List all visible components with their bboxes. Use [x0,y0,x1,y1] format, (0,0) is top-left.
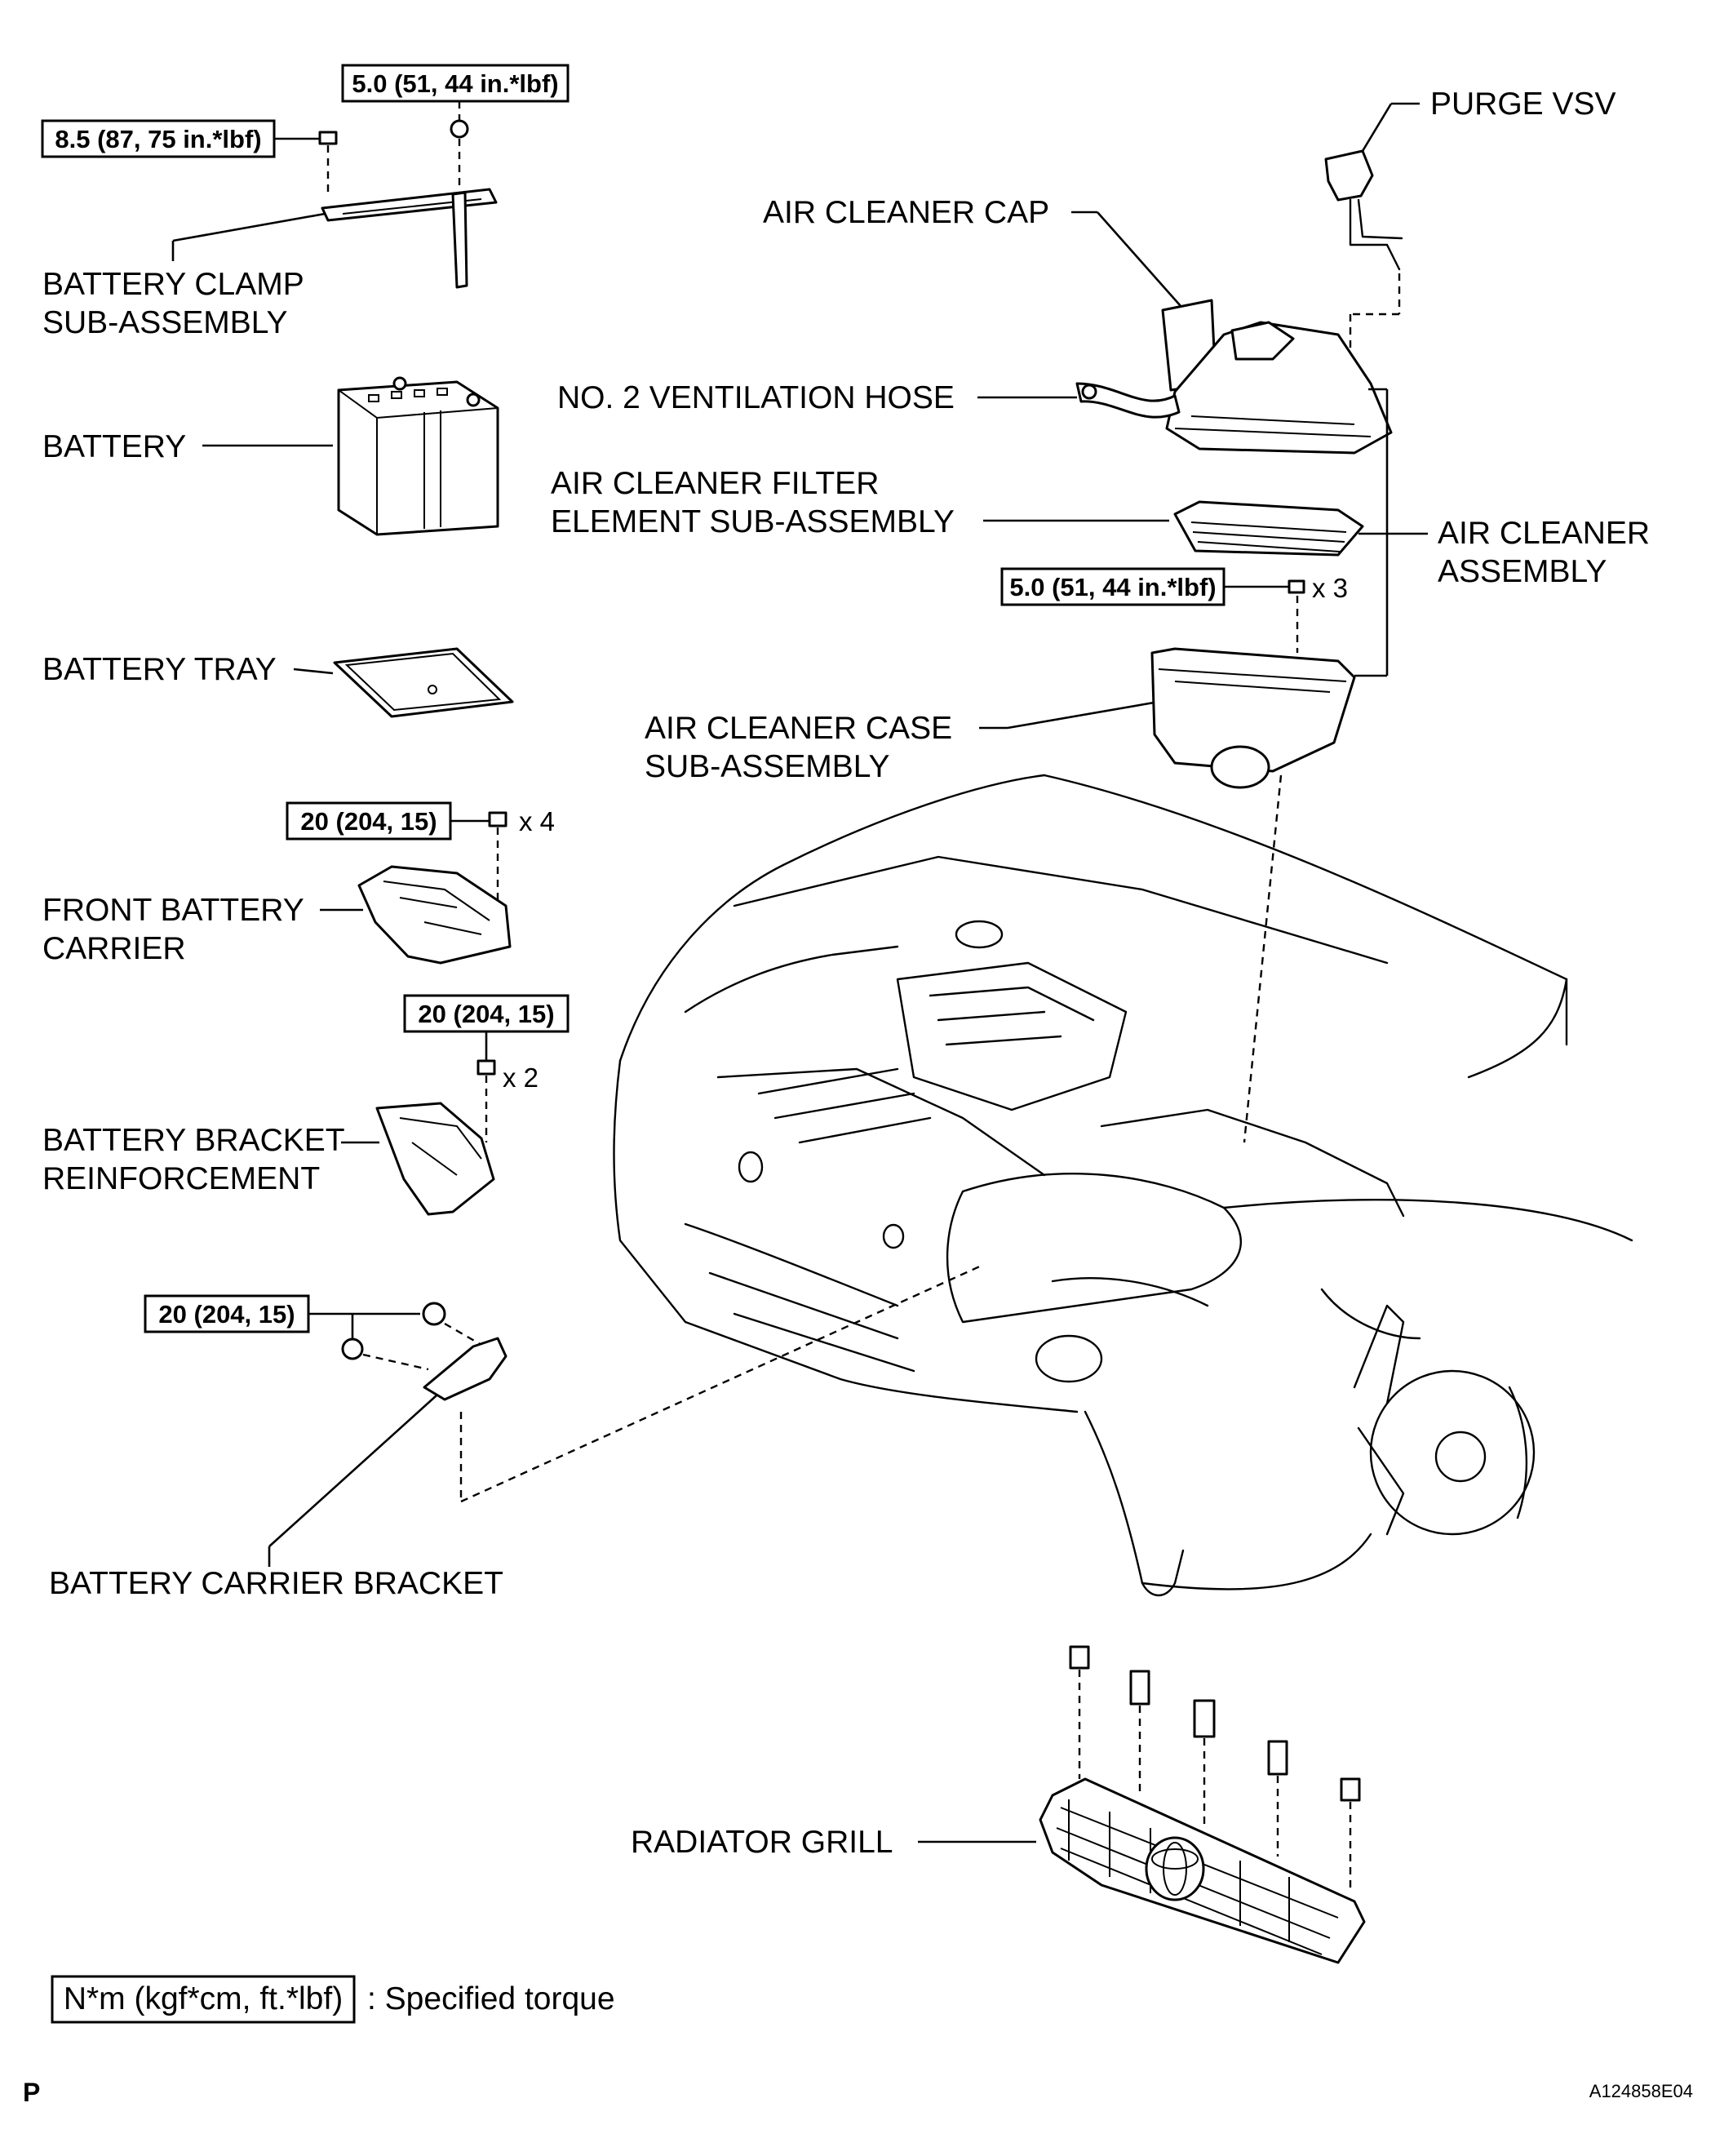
air-cleaner-cap-group: AIR CLEANER CAP [763,195,1393,455]
torque-carrier-bracket: 20 (204, 15) [158,1300,295,1329]
label-front-carrier-2: CARRIER [42,931,186,966]
grill-clip-icon [1267,1740,1288,1776]
battery-tray-icon [333,647,514,718]
ventilation-hose-icon [1075,382,1181,419]
front-battery-carrier-group: 20 (204, 15) x 4 FRONT BATTERY CARRIER [42,801,555,966]
figure-id: A124858E04 [1589,2081,1693,2101]
carrier-bracket-bolt-icon [341,1338,364,1360]
qty-front-carrier: x 4 [519,806,555,836]
bracket-reinf-bolt-icon [476,1059,496,1076]
legend-box [51,1975,356,2024]
purge-vsv-icon [1324,149,1374,202]
torque-box-clamp-nut [341,64,570,103]
clamp-bolt-icon [318,131,338,145]
label-air-cleaner-assembly-1: AIR CLEANER [1438,516,1650,551]
torque-air-cleaner-case: 5.0 (51, 44 in.*lbf) [1009,573,1216,601]
vehicle-engine-bay-icon [613,774,1633,1597]
front-battery-carrier-icon [357,865,512,965]
label-battery-carrier-bracket: BATTERY CARRIER BRACKET [49,1566,503,1601]
label-battery: BATTERY [42,429,186,464]
air-cleaner-filter-group: AIR CLEANER FILTER ELEMENT SUB-ASSEMBLY [551,466,1364,557]
battery-clamp-icon [321,188,498,222]
label-battery-tray: BATTERY TRAY [42,652,277,687]
bracket-reinforcement-group: 20 (204, 15) x 2 BATTERY BRACKET REINFOR… [42,994,570,1216]
carrier-bracket-nut-icon [422,1302,446,1326]
clamp-nut-icon [450,119,469,139]
air-cleaner-case-group: 5.0 (51, 44 in.*lbf) x 3 AIR CLEANER CAS… [645,567,1356,1143]
torque-box-clamp-bolt [41,119,276,158]
label-air-cleaner-case-2: SUB-ASSEMBLY [645,749,890,784]
label-purge-vsv: PURGE VSV [1430,87,1616,122]
page-mark: P [23,2078,40,2107]
battery-clamp-group: 5.0 (51, 44 in.*lbf) 8.5 (87, 75 in.*lbf… [41,64,570,340]
label-battery-clamp-2: SUB-ASSEMBLY [42,305,288,340]
air-cleaner-assembly-group: AIR CLEANER ASSEMBLY [1354,388,1650,677]
label-front-carrier-1: FRONT BATTERY [42,893,304,928]
battery-group: BATTERY [42,376,499,536]
qty-bracket-reinforcement: x 2 [503,1062,539,1093]
label-bracket-reinf-1: BATTERY BRACKET [42,1123,345,1158]
torque-box-bracket-reinforcement [403,994,570,1033]
air-cleaner-filter-icon [1173,500,1364,557]
torque-clamp-bolt: 8.5 (87, 75 in.*lbf) [55,125,261,153]
torque-legend: N*m (kgf*cm, ft.*lbf) : Specified torque [51,1975,615,2024]
label-radiator-grill: RADIATOR GRILL [631,1825,893,1860]
label-ventilation-hose: NO. 2 VENTILATION HOSE [557,380,955,415]
battery-tray-group: BATTERY TRAY [42,647,514,718]
label-air-cleaner-cap: AIR CLEANER CAP [763,195,1049,230]
battery-carrier-bracket-group: 20 (204, 15) BATTERY CARRIER BRACKET [49,1263,984,1601]
label-air-cleaner-assembly-2: ASSEMBLY [1438,554,1607,589]
legend-text: : Specified torque [367,1981,615,2016]
radiator-grill-group: RADIATOR GRILL [631,1645,1366,1964]
grill-clip-icon [1193,1699,1216,1738]
air-cleaner-case-bolt-icon [1288,579,1305,594]
qty-air-cleaner-case: x 3 [1312,573,1348,603]
grill-clip-icon [1069,1645,1090,1670]
torque-box-air-cleaner-case [1000,567,1226,606]
torque-front-carrier: 20 (204, 15) [300,807,437,836]
front-carrier-bolt-icon [488,811,507,827]
label-battery-clamp-1: BATTERY CLAMP [42,267,304,302]
grill-clip-icon [1129,1670,1150,1706]
battery-carrier-bracket-icon [423,1337,507,1401]
label-bracket-reinf-2: REINFORCEMENT [42,1161,320,1196]
ventilation-hose-group: NO. 2 VENTILATION HOSE [557,380,1181,419]
torque-clamp-nut: 5.0 (51, 44 in.*lbf) [352,69,558,98]
label-air-cleaner-case-1: AIR CLEANER CASE [645,711,952,746]
purge-vsv-group: PURGE VSV [1324,87,1616,384]
label-air-filter-1: AIR CLEANER FILTER [551,466,879,501]
grill-clip-icon [1340,1777,1361,1802]
torque-box-front-carrier [286,801,452,841]
legend-box-text: N*m (kgf*cm, ft.*lbf) [64,1981,343,2016]
torque-bracket-reinforcement: 20 (204, 15) [418,1000,554,1028]
label-air-filter-2: ELEMENT SUB-ASSEMBLY [551,504,955,539]
battery-icon [337,380,499,536]
grill-clips [1069,1645,1361,1893]
